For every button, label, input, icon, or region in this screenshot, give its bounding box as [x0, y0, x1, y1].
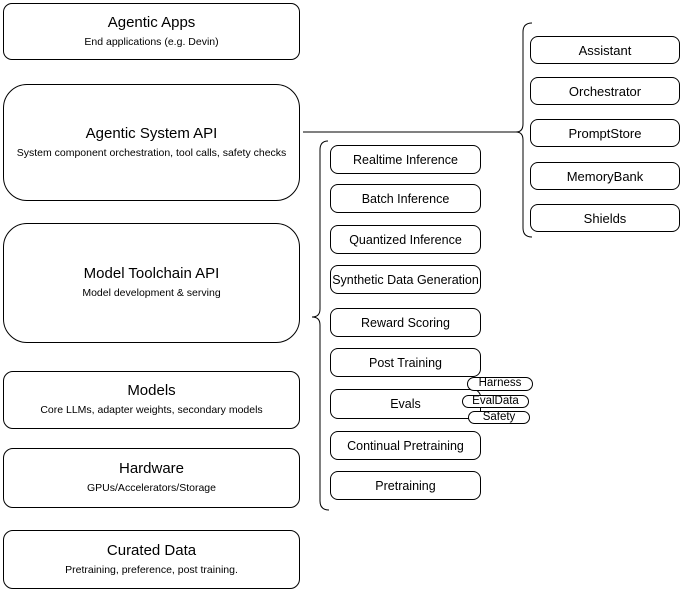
- node-title: Agentic Apps: [107, 13, 196, 31]
- node-curated-data: Curated Data Pretraining, preference, po…: [3, 530, 300, 589]
- node-model-toolchain-api: Model Toolchain API Model development & …: [3, 223, 300, 343]
- toolchain-item-batch-inference: Batch Inference: [330, 184, 481, 213]
- component-label: Shields: [583, 210, 627, 226]
- toolchain-item-label: Reward Scoring: [361, 315, 450, 330]
- component-promptstore: PromptStore: [530, 119, 680, 147]
- node-subtitle: Pretraining, preference, post training.: [65, 563, 238, 576]
- component-shields: Shields: [530, 204, 680, 232]
- node-agentic-system-api: Agentic System API System component orch…: [3, 84, 300, 201]
- node-title: Agentic System API: [85, 124, 218, 142]
- toolchain-item-post-training: Post Training: [330, 348, 481, 377]
- eval-tag-label: EvalData: [472, 394, 519, 407]
- component-label: Orchestrator: [568, 83, 642, 99]
- eval-tag-label: Harness: [478, 377, 522, 390]
- eval-tag-harness: Harness: [467, 377, 533, 391]
- toolchain-item-label: Batch Inference: [361, 191, 450, 206]
- node-agentic-apps: Agentic Apps End applications (e.g. Devi…: [3, 3, 300, 60]
- component-label: MemoryBank: [566, 168, 644, 184]
- toolchain-item-label: Synthetic Data Generation: [332, 272, 479, 287]
- node-models: Models Core LLMs, adapter weights, secon…: [3, 371, 300, 429]
- toolchain-item-label: Continual Pretraining: [347, 438, 464, 453]
- node-subtitle: Core LLMs, adapter weights, secondary mo…: [40, 404, 263, 417]
- component-memorybank: MemoryBank: [530, 162, 680, 190]
- toolchain-item-label: Quantized Inference: [349, 232, 462, 247]
- node-title: Model Toolchain API: [83, 265, 220, 283]
- toolchain-item-pretraining: Pretraining: [330, 471, 481, 500]
- system-components-brace: [515, 22, 533, 238]
- toolchain-item-reward-scoring: Reward Scoring: [330, 308, 481, 337]
- toolchain-item-synthetic-data-generation: Synthetic Data Generation: [330, 265, 481, 294]
- component-assistant: Assistant: [530, 36, 680, 64]
- component-label: Assistant: [578, 42, 632, 58]
- node-subtitle: System component orchestration, tool cal…: [16, 146, 287, 159]
- toolchain-brace: [311, 140, 330, 511]
- toolchain-item-quantized-inference: Quantized Inference: [330, 225, 481, 254]
- eval-tag-label: Safety: [482, 410, 516, 423]
- node-title: Curated Data: [106, 541, 197, 559]
- toolchain-item-continual-pretraining: Continual Pretraining: [330, 431, 481, 460]
- component-label: PromptStore: [568, 125, 642, 141]
- node-subtitle: Model development & serving: [82, 287, 221, 300]
- node-hardware: Hardware GPUs/Accelerators/Storage: [3, 448, 300, 508]
- node-subtitle: End applications (e.g. Devin): [84, 35, 219, 48]
- toolchain-item-label: Realtime Inference: [353, 152, 458, 167]
- eval-tag-safety: Safety: [468, 411, 530, 424]
- toolchain-item-evals: Evals: [330, 389, 481, 419]
- toolchain-item-realtime-inference: Realtime Inference: [330, 145, 481, 174]
- node-subtitle: GPUs/Accelerators/Storage: [87, 482, 216, 495]
- toolchain-item-label: Pretraining: [375, 478, 436, 493]
- component-orchestrator: Orchestrator: [530, 77, 680, 105]
- node-title: Models: [127, 382, 176, 400]
- toolchain-item-label: Evals: [390, 397, 421, 411]
- node-title: Hardware: [118, 460, 185, 478]
- toolchain-item-label: Post Training: [369, 355, 442, 370]
- eval-tag-evaldata: EvalData: [462, 395, 529, 408]
